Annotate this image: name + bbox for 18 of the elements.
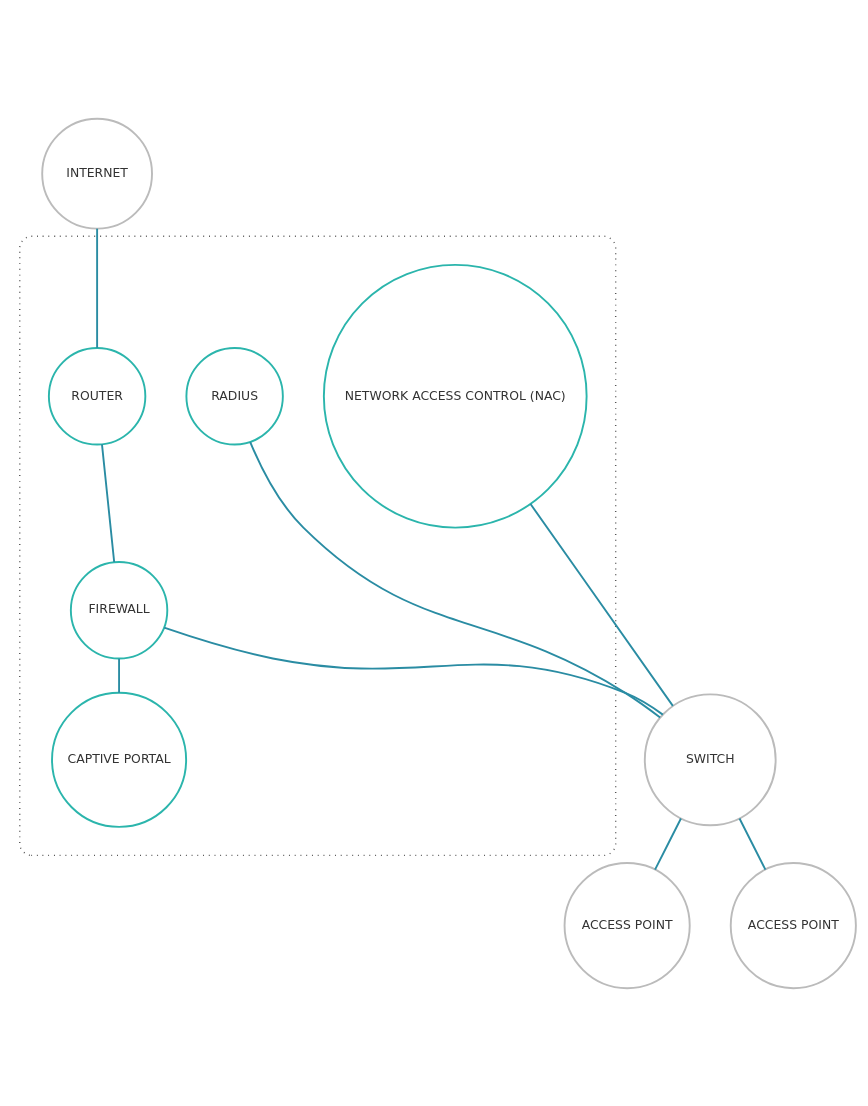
connector — [529, 502, 674, 707]
connector — [738, 817, 767, 871]
connector — [654, 817, 682, 871]
connector — [249, 440, 662, 718]
node-circle: ACCESS POINT — [563, 861, 691, 989]
connector — [118, 657, 121, 694]
connector — [101, 442, 116, 563]
connector — [96, 227, 99, 349]
connector — [163, 626, 664, 716]
node-circle: FIREWALL — [69, 560, 169, 659]
node-circle: ROUTER — [47, 346, 147, 445]
node-circle: ACCESS POINT — [729, 861, 857, 989]
node-circle: SWITCH — [643, 692, 777, 826]
node-circle: RADIUS — [185, 346, 284, 445]
node-circle: CAPTIVE PORTAL — [51, 691, 188, 828]
node-circle: NETWORK ACCESS CONTROL (NAC) — [322, 263, 588, 529]
cluster — [19, 235, 617, 856]
node-circle: INTERNET — [41, 117, 153, 230]
